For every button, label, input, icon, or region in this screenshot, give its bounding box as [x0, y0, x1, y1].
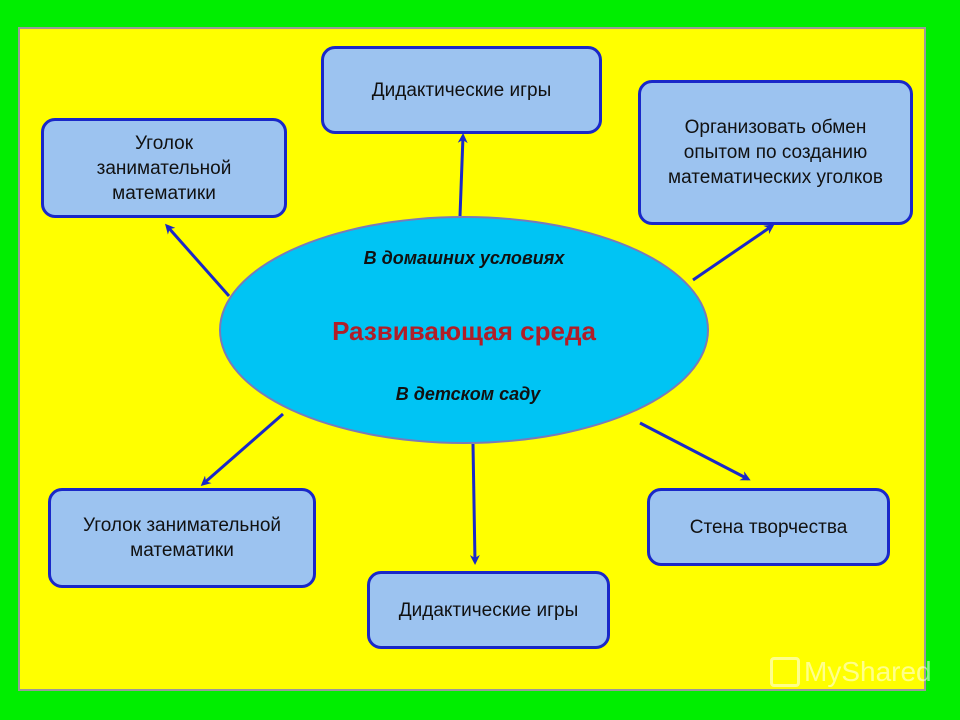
watermark-logo-icon: [770, 657, 800, 687]
node-top-label: Дидактические игры: [371, 79, 552, 101]
node-bottom-right: Стена творчества: [647, 488, 890, 566]
node-top-right: Организовать обмен опытом по созданию ма…: [638, 80, 913, 225]
node-bottom-center-label: Дидактические игры: [398, 599, 579, 621]
node-bottom-left-label: Уголок занимательной математики: [82, 515, 281, 561]
center-ellipse: В домашних условиях Развивающая среда В …: [219, 216, 709, 444]
node-top-right-label: Организовать обмен опытом по созданию ма…: [668, 117, 883, 188]
center-title: Развивающая среда: [332, 316, 596, 346]
node-bottom-center: Дидактические игры: [367, 571, 610, 649]
watermark: MyShared: [770, 656, 932, 688]
node-top: Дидактические игры: [321, 46, 602, 134]
node-bottom-right-label: Стена творчества: [689, 516, 848, 538]
node-top-left-label: Уголок занимательной математики: [96, 132, 232, 204]
node-bottom-left: Уголок занимательной математики: [48, 488, 316, 588]
center-top-text: В домашних условиях: [363, 248, 565, 268]
watermark-text: MyShared: [804, 656, 932, 687]
node-top-left: Уголок занимательной математики: [41, 118, 287, 218]
center-bottom-text: В детском саду: [395, 384, 541, 404]
